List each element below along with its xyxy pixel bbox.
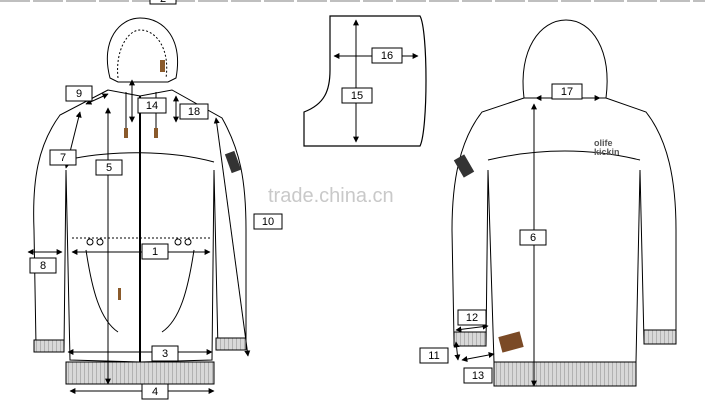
front-eyelet [174, 238, 182, 246]
svg-text:17: 17 [561, 86, 573, 98]
back-cuff-right [643, 329, 677, 345]
measurement-labels: 1 3 4 5 7 8 9 10 14 18 15 16 17 6 11 12 … [29, 0, 583, 400]
label-8: 8 [29, 257, 57, 274]
front-hood [106, 17, 178, 83]
front-hood-tab [160, 60, 165, 72]
svg-text:12: 12 [466, 312, 478, 324]
back-jacket [451, 19, 677, 387]
arrow-11 [453, 341, 461, 361]
svg-text:3: 3 [162, 348, 168, 360]
arrow-13 [461, 352, 495, 362]
svg-text:18: 18 [188, 106, 200, 118]
front-eyelet [86, 238, 94, 246]
front-pocket-left [85, 249, 119, 333]
label-4: 4 [141, 383, 169, 400]
svg-text:7: 7 [60, 152, 66, 164]
back-hem-rib [493, 361, 637, 387]
label-15: 15 [341, 87, 373, 104]
arrow-9 [85, 93, 109, 105]
svg-text:15: 15 [351, 90, 363, 102]
back-cuff-patch [498, 331, 524, 353]
svg-text:10: 10 [262, 216, 274, 228]
back-cuff-left [453, 331, 487, 347]
svg-text:9: 9 [76, 88, 82, 100]
label-13: 13 [463, 367, 493, 384]
label-18: 18 [179, 103, 209, 120]
arrow-10 [213, 117, 251, 357]
front-cuff-left [33, 339, 65, 353]
svg-text:1: 1 [152, 246, 158, 258]
back-hood [522, 19, 608, 99]
label-16: 16 [371, 47, 403, 64]
svg-text:4: 4 [152, 386, 158, 398]
label-9: 9 [65, 85, 93, 102]
svg-text:11: 11 [428, 350, 439, 362]
front-eyelet [184, 238, 192, 246]
label-7: 7 [49, 149, 77, 166]
back-logo-line2: kickin [594, 147, 620, 157]
label-5: 5 [95, 159, 123, 176]
front-jacket [33, 17, 247, 385]
front-cuff-right [215, 337, 247, 351]
arrow-12 [455, 323, 489, 333]
svg-text:14: 14 [146, 100, 158, 112]
back-yoke [487, 150, 641, 161]
front-hood-inner [117, 29, 168, 79]
svg-text:5: 5 [106, 162, 112, 174]
hood-flat [303, 15, 427, 147]
label-3: 3 [151, 345, 179, 362]
back-logo-line1: olife [594, 138, 613, 148]
front-eyelet [96, 238, 104, 246]
label-2: 2 [149, 0, 177, 5]
svg-text:16: 16 [381, 50, 393, 62]
label-1: 1 [141, 243, 169, 260]
label-14: 14 [137, 97, 167, 114]
svg-text:13: 13 [472, 370, 484, 382]
svg-text:8: 8 [40, 260, 46, 272]
front-cord-tip [154, 128, 158, 138]
label-12: 12 [457, 309, 487, 326]
svg-text:6: 6 [530, 232, 536, 244]
label-10: 10 [253, 213, 283, 230]
front-hem-cord-tip [118, 288, 121, 300]
svg-text:2: 2 [160, 0, 166, 5]
front-hem-rib [65, 361, 215, 385]
front-pocket-right [161, 249, 195, 333]
label-17: 17 [551, 83, 583, 100]
label-11: 11 [419, 347, 449, 364]
back-sleeve-patch [453, 154, 475, 178]
watermark: trade.china.cn [268, 185, 394, 207]
label-6: 6 [519, 229, 547, 246]
front-cord-tip [124, 128, 128, 138]
